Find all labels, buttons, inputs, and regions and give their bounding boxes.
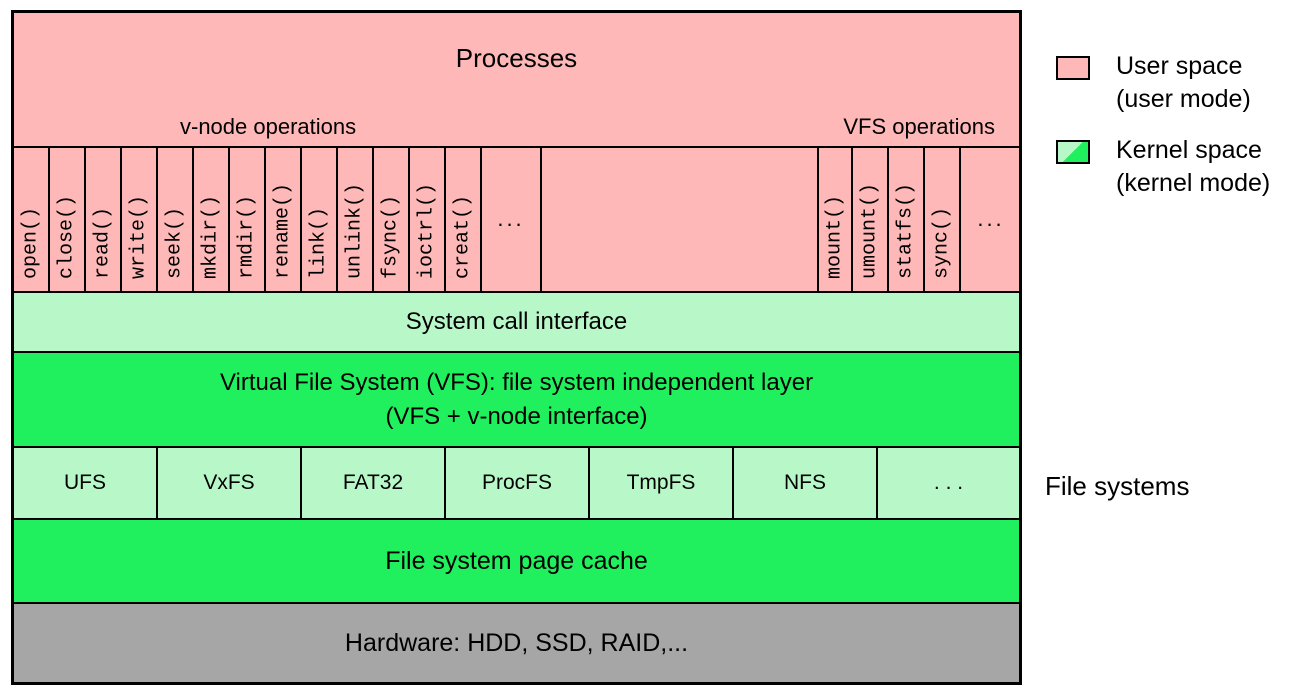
op-ioctrl: ioctrl() <box>410 148 446 291</box>
page-cache-layer: File system page cache <box>14 518 1019 602</box>
file-systems-side-label: File systems <box>1045 471 1190 501</box>
op-sync: sync() <box>925 148 961 291</box>
processes-title: Processes <box>455 43 578 73</box>
op-statfs: statfs() <box>889 148 925 291</box>
op-open: open() <box>14 148 50 291</box>
op-rmdir: rmdir() <box>230 148 266 291</box>
vfs-layer: Virtual File System (VFS): file system i… <box>14 351 1019 446</box>
legend-user-space: User space (user mode) <box>1116 50 1251 116</box>
fs-nfs: NFS <box>734 448 878 518</box>
system-call-interface: System call interface <box>14 291 1019 351</box>
fs-procfs: ProcFS <box>446 448 590 518</box>
vfs-layer-line1: Virtual File System (VFS): file system i… <box>219 368 814 396</box>
op-fsync: fsync() <box>374 148 410 291</box>
op-close: close() <box>50 148 86 291</box>
vnode-operations-label: v-node operations <box>180 114 357 139</box>
legend-user-line2: (user mode) <box>1116 85 1251 113</box>
file-systems-row: UFS VxFS FAT32 ProcFS TmpFS NFS . . . <box>14 446 1019 518</box>
hardware-label: Hardware: HDD, SSD, RAID,... <box>344 628 689 657</box>
op-mount: mount() <box>817 148 853 291</box>
kernel-space-swatch <box>1056 140 1090 164</box>
legend-kernel-space: Kernel space (kernel mode) <box>1116 134 1270 200</box>
op-mkdir: mkdir() <box>194 148 230 291</box>
op-write: write() <box>122 148 158 291</box>
op-read: read() <box>86 148 122 291</box>
legend-kernel-line1: Kernel space <box>1116 136 1262 164</box>
user-space-swatch <box>1056 56 1090 80</box>
operations-row: open() close() read() write() seek() mkd… <box>14 146 1019 291</box>
fs-vxfs: VxFS <box>158 448 302 518</box>
op-more-vfs: ... <box>977 206 1005 231</box>
vfs-operations-label: VFS operations <box>843 114 995 139</box>
fs-tmpfs: TmpFS <box>590 448 734 518</box>
fs-ufs: UFS <box>14 448 158 518</box>
op-creat: creat() <box>446 148 482 291</box>
op-umount: umount() <box>853 148 889 291</box>
op-rename: rename() <box>266 148 302 291</box>
legend-user-line1: User space <box>1116 52 1243 80</box>
hardware-layer: Hardware: HDD, SSD, RAID,... <box>14 602 1019 682</box>
vfs-architecture-diagram: Processes v-node operations VFS operatio… <box>11 10 1022 685</box>
vfs-layer-line2: (VFS + v-node interface) <box>385 402 648 430</box>
legend-kernel-line2: (kernel mode) <box>1116 169 1271 197</box>
processes-band: Processes v-node operations VFS operatio… <box>14 13 1019 146</box>
fs-more: . . . <box>933 471 964 494</box>
system-call-label: System call interface <box>405 308 628 335</box>
page-cache-label: File system page cache <box>385 546 648 575</box>
op-link: link() <box>302 148 338 291</box>
fs-fat32: FAT32 <box>302 448 446 518</box>
op-seek: seek() <box>158 148 194 291</box>
op-unlink: unlink() <box>338 148 374 291</box>
op-more-vnode: ... <box>482 148 542 291</box>
